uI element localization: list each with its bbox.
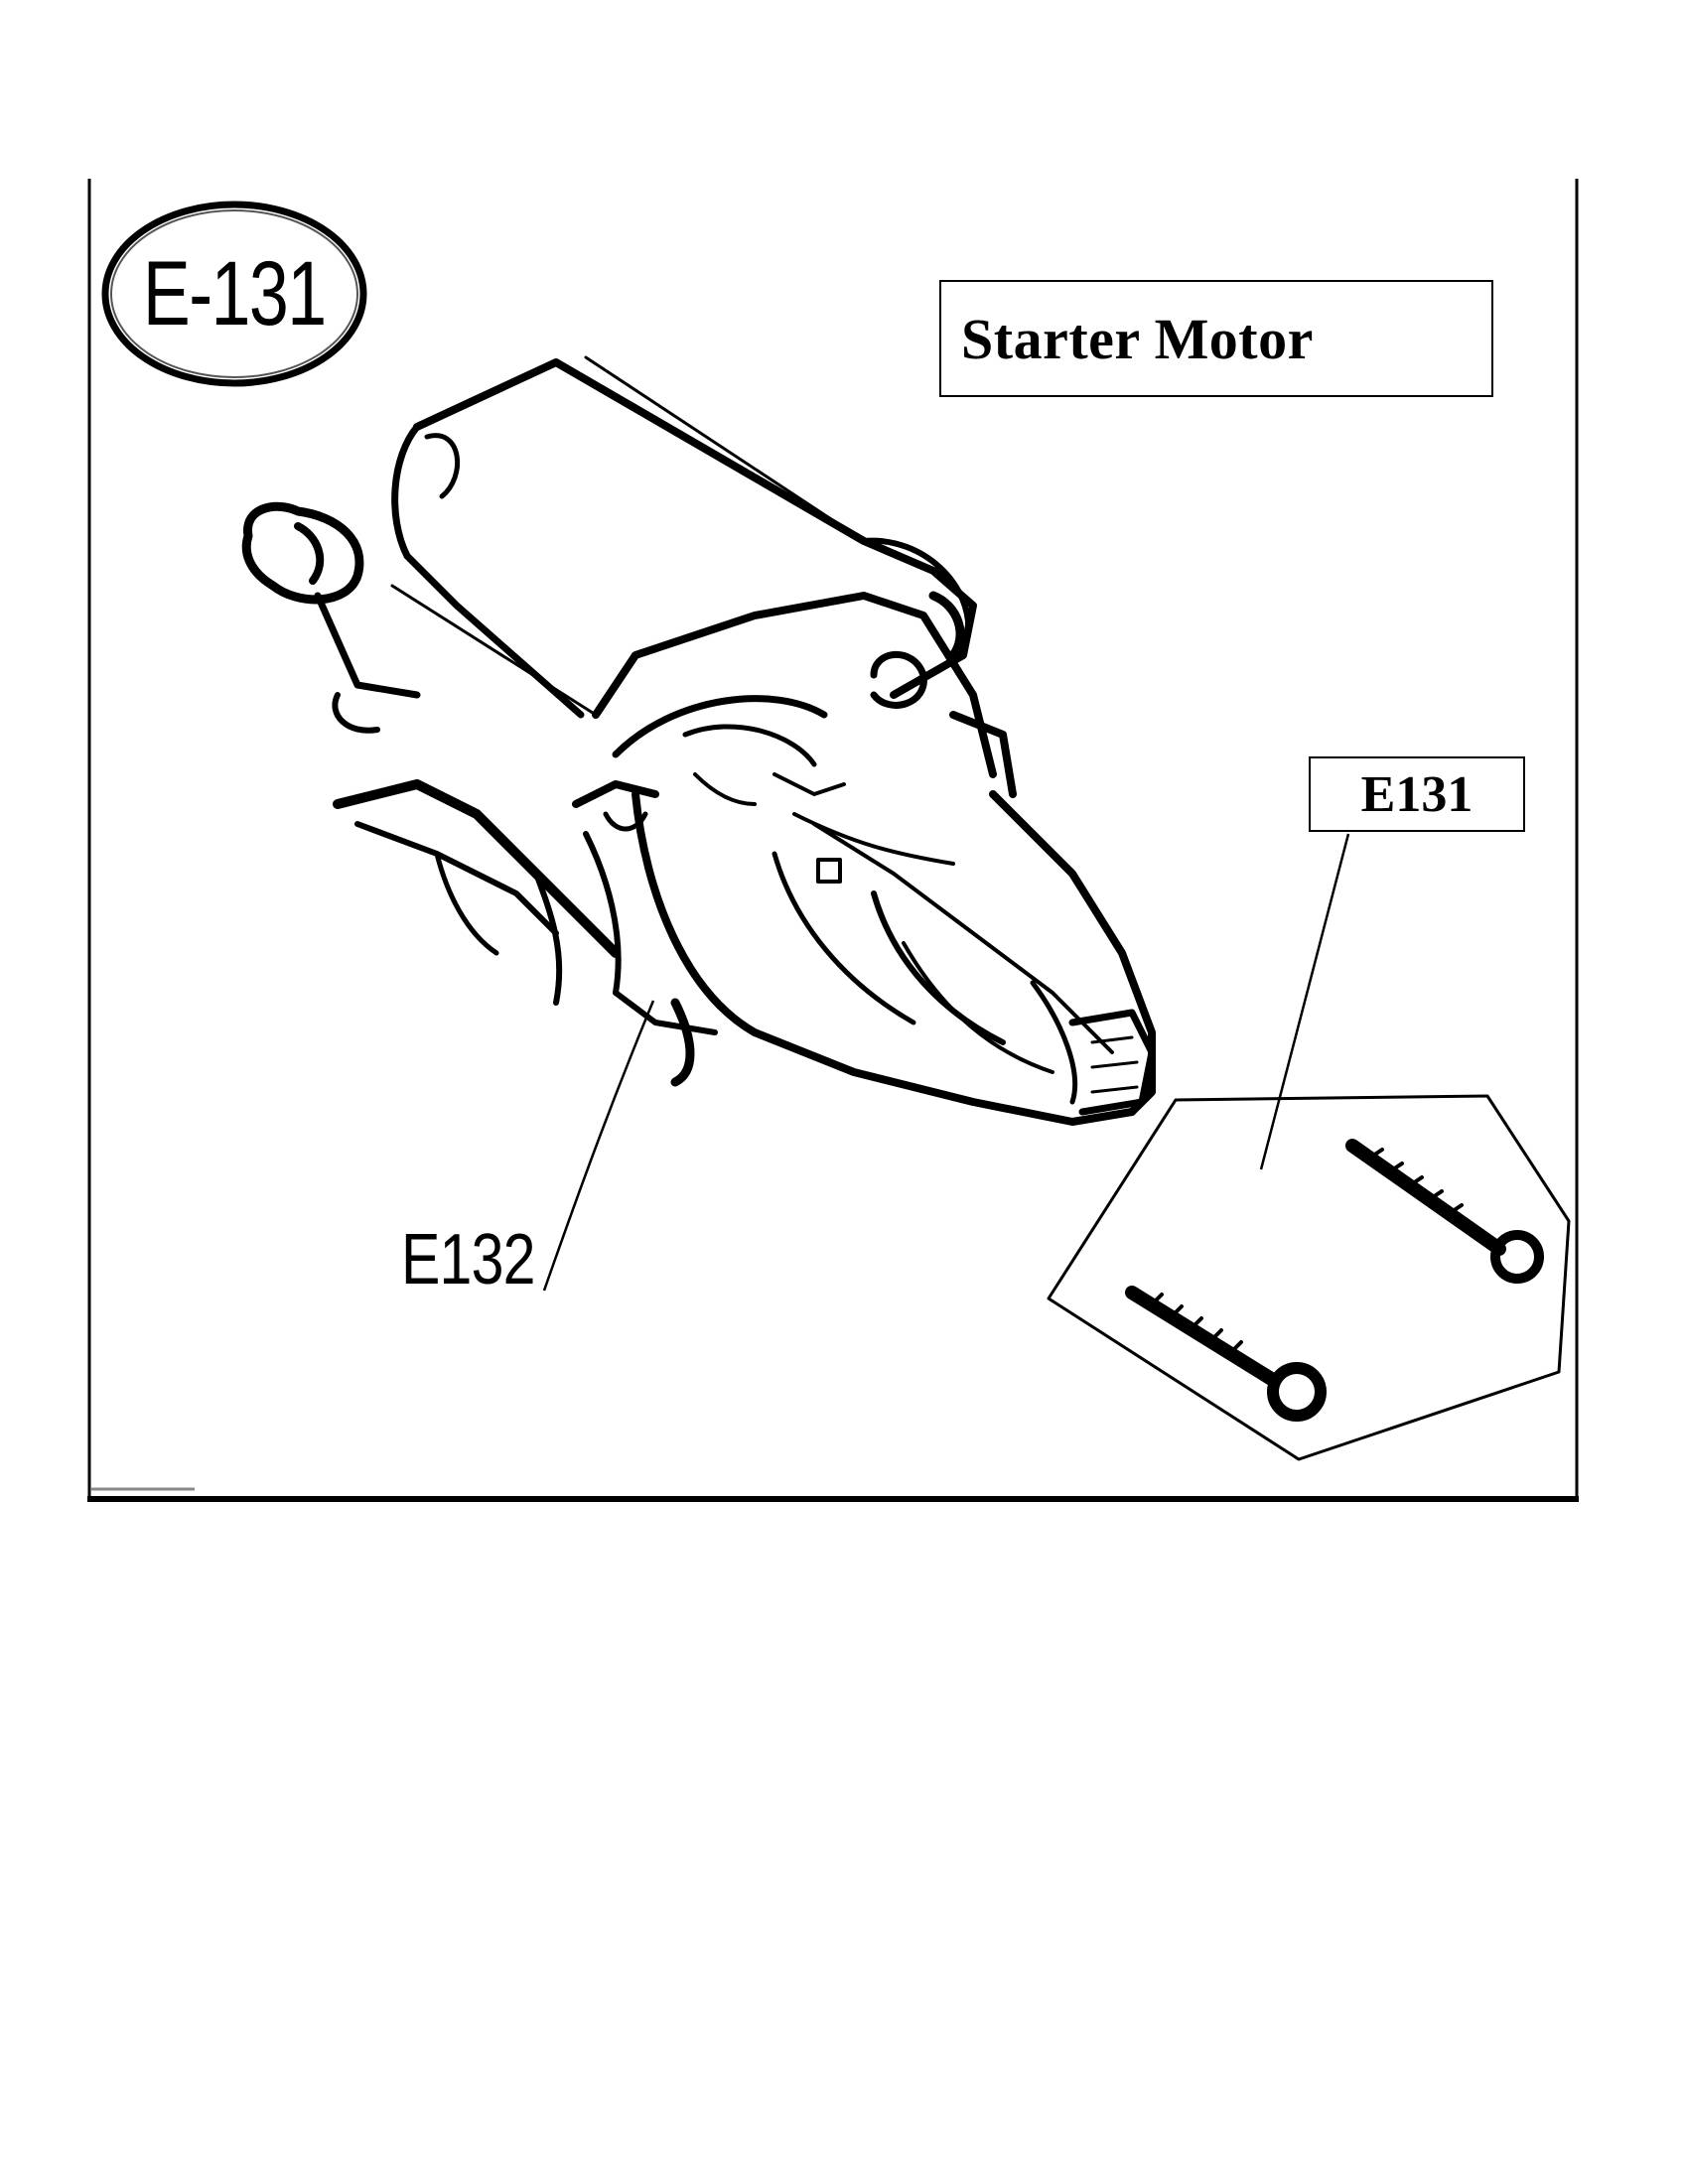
callout-e132-label: E132 — [401, 1220, 535, 1299]
leader-lines — [542, 833, 1350, 1292]
title-box: Starter Motor — [939, 280, 1493, 397]
callout-box-e131: E131 — [1309, 756, 1525, 832]
starter-motor-illustration — [241, 355, 1156, 1126]
frame-lines — [87, 179, 1579, 1502]
screws-inset — [1047, 1094, 1571, 1461]
section-badge-ellipse — [101, 201, 367, 387]
callout-e131-label: E131 — [1360, 765, 1474, 823]
section-badge-text: E-131 — [143, 242, 327, 344]
section-badge: E-131 — [103, 203, 365, 385]
figure-title: Starter Motor — [961, 306, 1314, 371]
